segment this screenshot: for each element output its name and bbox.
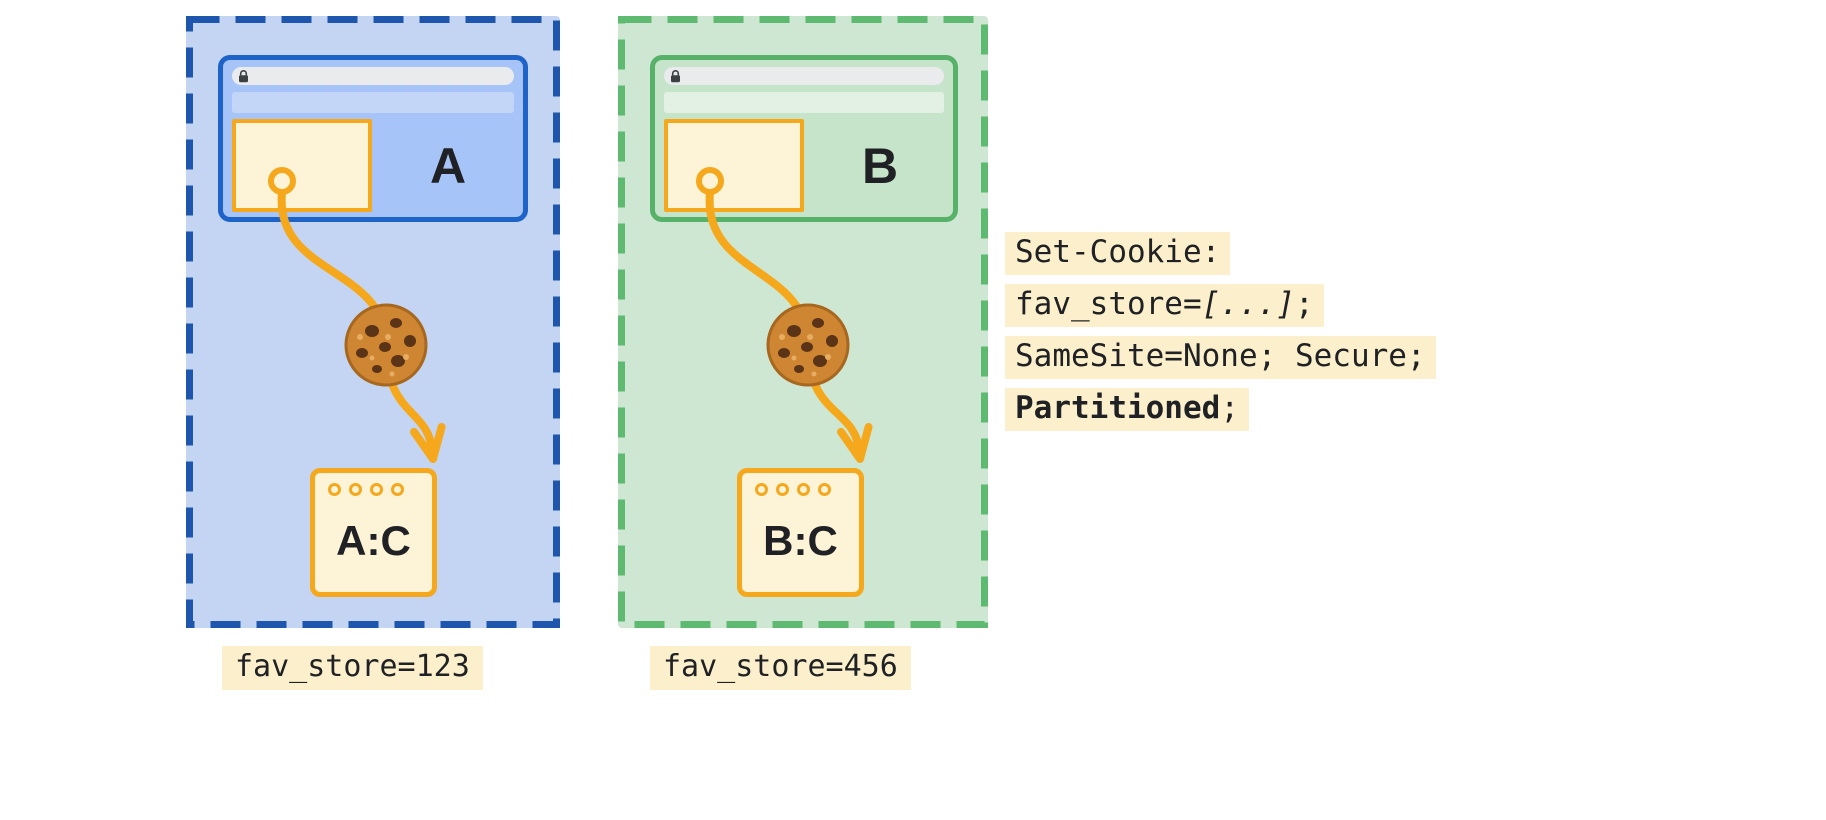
site-b-label: B — [861, 137, 899, 194]
storage-partition-key-b: B:C — [763, 517, 838, 564]
cookie-name-text: fav_store= — [1015, 286, 1202, 322]
storage-dot — [797, 483, 810, 496]
storage-dot — [328, 483, 341, 496]
storage-dot — [349, 483, 362, 496]
storage-partition-key-a: A:C — [336, 517, 411, 564]
storage-dots — [328, 483, 432, 496]
set-cookie-line-2: fav_store=[...]; — [1005, 284, 1324, 327]
set-cookie-header-snippet: Set-Cookie: fav_store=[...]; SameSite=No… — [1005, 232, 1436, 440]
line-terminator: ; — [1294, 286, 1314, 322]
browser-toolbar-strip-b — [664, 92, 944, 113]
set-cookie-line-1: Set-Cookie: — [1005, 232, 1231, 275]
partition-panel-b: B B:C — [618, 16, 988, 628]
storage-dots — [755, 483, 859, 496]
storage-dot — [818, 483, 831, 496]
cookie-icon — [344, 303, 428, 387]
storage-dot — [391, 483, 404, 496]
cookie-value-caption-b: fav_store=456 — [650, 646, 911, 690]
browser-window-b: B — [650, 55, 958, 222]
cookie-value-placeholder: [...] — [1201, 286, 1295, 322]
storage-dot — [755, 483, 768, 496]
line-terminator: ; — [1220, 390, 1239, 426]
browser-window-a: A — [218, 55, 528, 222]
lock-icon — [239, 69, 248, 82]
cookie-storage-card-a: A:C — [310, 468, 437, 597]
partition-panel-a: A A:C — [186, 16, 560, 628]
site-a-label: A — [429, 137, 467, 194]
set-cookie-line-3: SameSite=None; Secure; — [1005, 336, 1436, 379]
url-bar-a — [232, 67, 514, 85]
cookie-icon — [766, 303, 850, 387]
storage-dot — [776, 483, 789, 496]
cookie-storage-card-b: B:C — [737, 468, 864, 597]
set-cookie-line-4: Partitioned; — [1005, 388, 1249, 431]
embedded-iframe-b — [664, 119, 804, 212]
lock-icon — [671, 69, 680, 82]
url-bar-b — [664, 67, 944, 85]
cookie-value-caption-a: fav_store=123 — [222, 646, 483, 690]
storage-dot — [370, 483, 383, 496]
browser-toolbar-strip-a — [232, 92, 514, 113]
partitioned-attribute: Partitioned — [1015, 390, 1221, 426]
embedded-iframe-a — [232, 119, 372, 212]
